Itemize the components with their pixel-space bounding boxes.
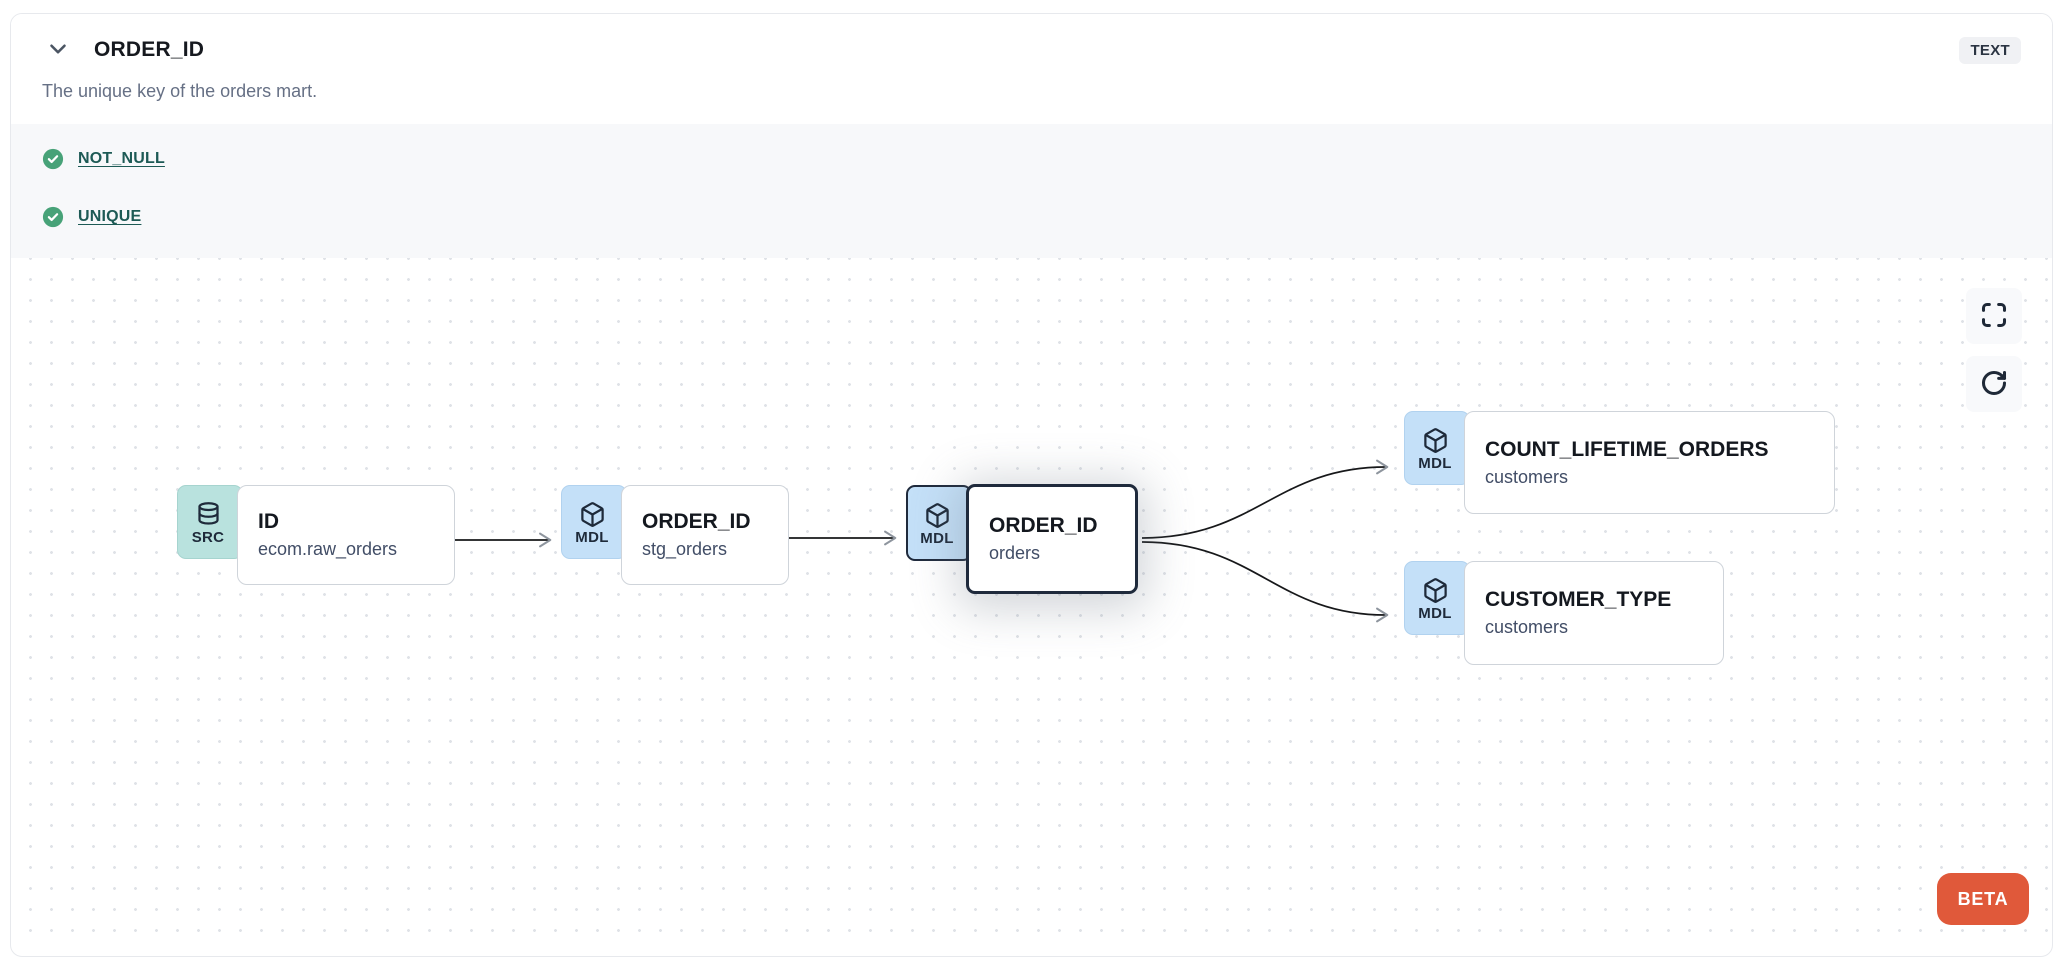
column-details-card: ORDER_ID TEXT The unique key of the orde… [10, 13, 2053, 957]
lineage-edges [454, 459, 1389, 623]
node-card: ORDER_ID stg_orders [621, 485, 789, 585]
page-title: ORDER_ID [94, 38, 205, 61]
node-badge-label: MDL [920, 530, 954, 547]
test-row: NOT_NULL [42, 148, 2021, 170]
node-badge-label: SRC [191, 529, 225, 546]
node-badge-label: MDL [575, 529, 609, 546]
node-card: CUSTOMER_TYPE customers [1464, 561, 1724, 665]
refresh-button[interactable] [1966, 356, 2022, 412]
fullscreen-button[interactable] [1966, 288, 2022, 344]
collapse-button[interactable] [42, 36, 74, 64]
refresh-icon [1980, 369, 2008, 400]
chevron-down-icon [45, 36, 71, 65]
check-circle-icon [42, 148, 64, 170]
database-icon [195, 501, 222, 528]
node-subtitle: customers [1485, 617, 1569, 637]
node-card: ID ecom.raw_orders [237, 485, 455, 585]
box-icon [1422, 577, 1449, 604]
header-row: ORDER_ID TEXT [42, 36, 2021, 64]
tests-section: NOT_NULL UNIQUE [11, 124, 2052, 258]
node-title: ORDER_ID [989, 514, 1098, 537]
lineage-edge [1141, 459, 1389, 539]
beta-badge: BETA [1937, 873, 2029, 925]
node-subtitle: customers [1485, 466, 1569, 487]
node-card: ORDER_ID orders [966, 484, 1138, 594]
column-type-badge: TEXT [1959, 36, 2021, 64]
box-icon [924, 502, 951, 529]
check-circle-icon [42, 206, 64, 228]
box-icon [1422, 427, 1449, 454]
node-subtitle: ecom.raw_orders [258, 539, 398, 559]
lineage-canvas[interactable]: SRC ID ecom.raw_orders MDL ORDER_ID stg_… [11, 258, 2052, 945]
test-link-not-null[interactable]: NOT_NULL [78, 150, 165, 167]
node-badge-label: MDL [1418, 605, 1452, 622]
node-title: COUNT_LIFETIME_ORDERS [1485, 437, 1769, 461]
node-subtitle: orders [989, 543, 1041, 563]
node-badge-mdl: MDL [561, 485, 627, 559]
node-card: COUNT_LIFETIME_ORDERS customers [1464, 411, 1835, 514]
header: ORDER_ID TEXT The unique key of the orde… [11, 14, 2052, 124]
test-link-unique[interactable]: UNIQUE [78, 208, 142, 225]
node-badge-mdl: MDL [906, 485, 972, 561]
node-title: ID [258, 510, 279, 533]
node-subtitle: stg_orders [642, 539, 728, 559]
node-badge-src: SRC [177, 485, 243, 559]
test-row: UNIQUE [42, 206, 2021, 228]
node-badge-mdl: MDL [1404, 561, 1470, 635]
lineage-edge [1141, 541, 1389, 623]
box-icon [579, 501, 606, 528]
fullscreen-icon [1980, 301, 2008, 332]
node-badge-label: MDL [1418, 455, 1452, 472]
node-badge-mdl: MDL [1404, 411, 1470, 485]
node-title: CUSTOMER_TYPE [1485, 588, 1672, 611]
node-title: ORDER_ID [642, 510, 751, 533]
column-description: The unique key of the orders mart. [42, 81, 318, 101]
canvas-controls [1966, 288, 2022, 412]
